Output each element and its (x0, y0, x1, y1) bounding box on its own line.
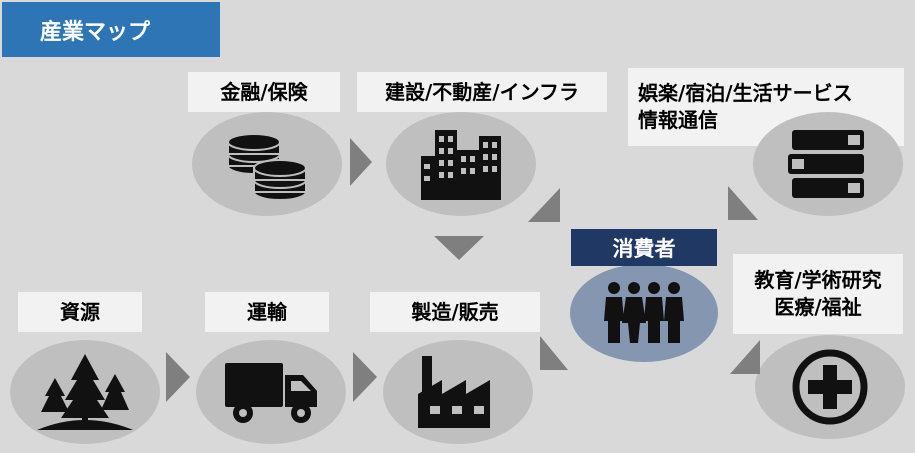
trees-icon (37, 354, 133, 430)
node-manufacturing (383, 340, 533, 444)
arrow-consumer-to-entertainment (728, 186, 758, 220)
node-transport (196, 340, 346, 444)
label-education: 教育/学術研究 医療/福祉 (733, 254, 903, 334)
label-manufacturing: 製造/販売 (370, 292, 540, 332)
arrow-consumer-to-construction (528, 188, 560, 222)
label-finance: 金融/保険 (188, 72, 340, 112)
truck-icon (225, 363, 317, 423)
factory-icon (418, 356, 490, 428)
medical-cross-icon (792, 349, 868, 425)
arrow-consumer-to-education (730, 340, 760, 374)
label-entertainment-line2: 情報通信 (638, 108, 718, 132)
arrow-finance-to-construction (350, 138, 372, 186)
arrow-transport-to-manufacturing (353, 352, 377, 402)
node-finance (192, 112, 342, 216)
label-transport: 運輸 (205, 292, 329, 332)
arrow-construction-to-manufacturing (434, 236, 484, 260)
buildings-icon (421, 130, 501, 200)
node-consumer (570, 264, 718, 362)
label-consumer: 消費者 (571, 229, 717, 266)
label-resources: 資源 (18, 292, 142, 332)
node-resources (10, 340, 160, 444)
arrow-resources-to-transport (166, 352, 190, 402)
people-icon (604, 282, 684, 343)
books-icon (788, 130, 864, 198)
label-entertainment-line1: 娯楽/宿泊/生活サービス (638, 81, 853, 105)
node-education (755, 335, 905, 439)
label-education-line2: 医療/福祉 (774, 295, 862, 319)
node-construction (386, 112, 536, 216)
page-title: 産業マップ (2, 2, 220, 57)
label-construction: 建設/不動産/インフラ (357, 72, 607, 112)
label-education-line1: 教育/学術研究 (754, 268, 882, 292)
coins-icon (227, 133, 307, 201)
node-entertainment (753, 112, 903, 216)
arrow-manufacturing-to-consumer (540, 336, 568, 370)
